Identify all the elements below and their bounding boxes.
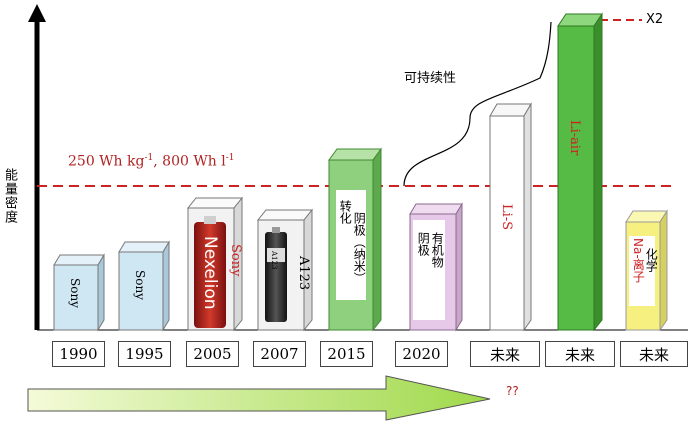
year-label-2015: 2015 [320,341,373,367]
sustainability-brace [403,21,552,187]
bar-na-ion [625,209,668,332]
bar-2020 [409,202,463,332]
bar-2007-label: A123 [296,256,311,291]
bar-2005-brand: Sony [228,244,243,277]
time-arrow [27,375,491,421]
bar-2005 [186,196,244,332]
cell-a123 [265,232,287,322]
year-label-1990: 1990 [52,341,105,367]
bar-2020-label-1: 阴极 [416,232,431,256]
bar-2015-label-1: 转化 [338,200,353,224]
y-axis-title: 能量密度 [2,168,17,224]
cell-nexelion-label: Nexelion [200,236,220,310]
future-label-li-air: 未来 [545,341,615,367]
bar-2007 [256,208,314,332]
cell-a123-label: A123 [270,251,278,270]
bar-na-ion-label-2: 化学 [644,248,659,272]
question-marks: ?? [506,384,519,398]
bar-na-ion-label-1: Na-离子 [631,238,646,283]
x2-label: X2 [646,12,664,27]
bar-2015-label-2: 阴极（纳米） [352,212,367,284]
sustainability-label: 可持续性 [404,71,457,86]
bar-1995-label: Sony [133,270,147,300]
year-label-2007: 2007 [253,341,306,367]
bar-1990 [53,253,105,332]
bar-li-s-label: Li-S [499,204,514,231]
year-label-2020: 2020 [395,341,448,367]
cell-nexelion [194,222,226,328]
bar-1990-label: Sony [68,278,82,308]
bar-li-air [557,12,603,332]
future-label-li-s: 未来 [470,341,540,367]
bar-li-air-label: Li-air [567,120,582,156]
year-label-2005: 2005 [186,341,239,367]
bar-1995 [118,240,170,332]
future-label-na-ion: 未来 [620,341,688,367]
bar-li-s [489,102,532,332]
bar-2015 [328,147,382,332]
year-label-1995: 1995 [118,341,171,367]
y-axis-arrow [28,4,46,330]
reference-line-label: 250 Wh kg-1, 800 Wh l-1 [68,153,235,170]
bar-2020-label-2: 有机物 [430,232,445,268]
